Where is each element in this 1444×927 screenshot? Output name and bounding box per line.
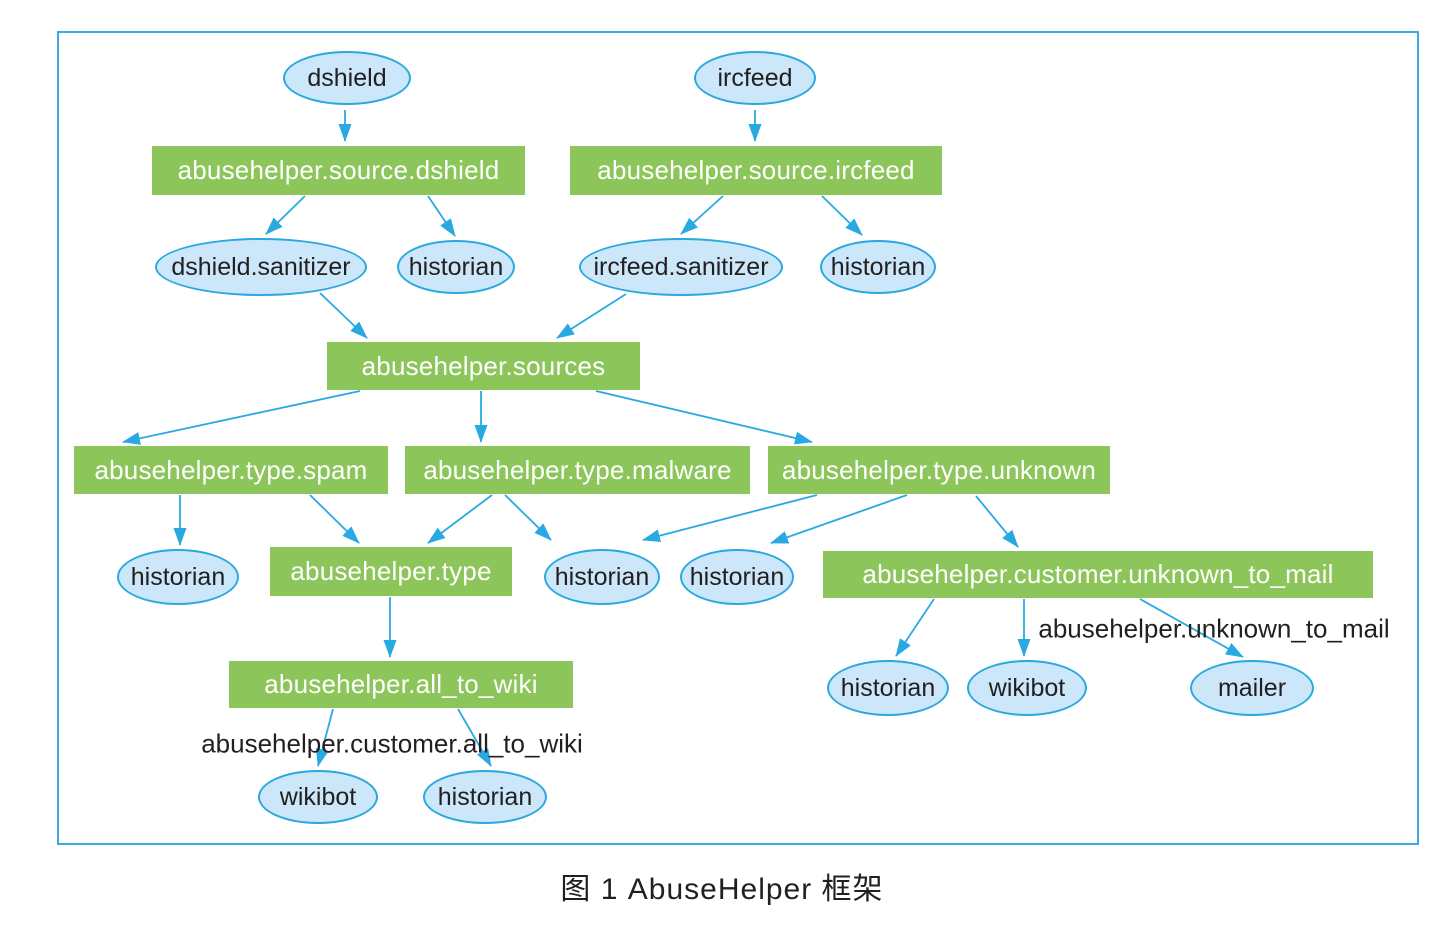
- edge-type-unknown-to-hist-mid-2: [770, 494, 908, 544]
- edge-type-malware-to-hist-mid-1: [504, 494, 552, 541]
- edge-sources-to-type-unknown: [595, 390, 813, 445]
- figure-caption: 图 1 AbuseHelper 框架: [560, 873, 884, 906]
- edge-dshield-sanitizer-to-sources: [319, 292, 368, 339]
- edge-customer-unknown-to-mail-to-mailer: [1139, 598, 1244, 658]
- edge-source-ircfeed-to-hist-src-ircfeed: [821, 195, 863, 236]
- edge-customer-unknown-to-mail-to-hist-customer: [895, 598, 935, 657]
- edge-type-unknown-to-hist-mid-1: [642, 494, 818, 543]
- edge-type-unknown-to-customer-unknown-to-mail: [975, 495, 1019, 548]
- edge-source-ircfeed-to-ircfeed-sanitizer: [680, 195, 724, 235]
- edge-type-malware-to-type: [427, 494, 493, 544]
- edge-all-to-wiki-to-hist-wiki: [457, 708, 492, 767]
- edge-source-dshield-to-hist-src-dshield: [427, 195, 456, 237]
- edge-all-to-wiki-to-wikibot-wiki: [316, 708, 334, 767]
- edge-source-dshield-to-dshield-sanitizer: [265, 195, 306, 235]
- edge-ircfeed-sanitizer-to-sources: [556, 293, 627, 339]
- edge-sources-to-type-spam: [122, 390, 361, 445]
- edge-type-spam-to-type: [309, 494, 360, 544]
